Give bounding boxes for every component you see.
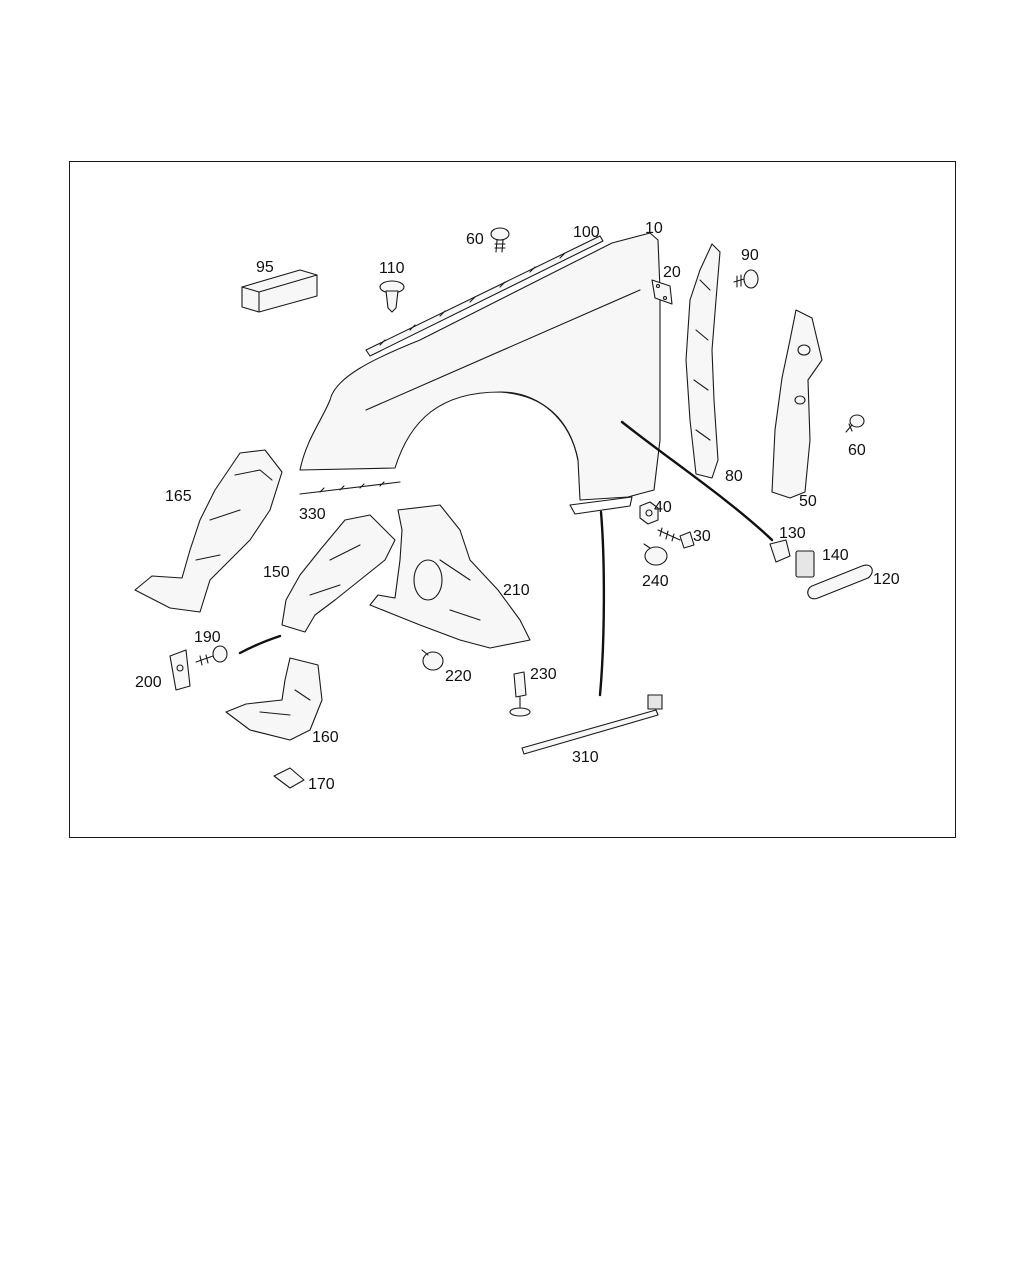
part-30-bolt: [657, 527, 695, 549]
part-160-bracket: [225, 657, 323, 741]
assembly-arrows: [238, 420, 774, 697]
part-95-block: [241, 269, 318, 313]
label-60-top: 60: [466, 231, 484, 248]
part-120-trim: [807, 564, 873, 600]
part-labels: 95 110 60 100 10 20 90 60 80 50 165 330 …: [135, 220, 900, 793]
label-150: 150: [263, 564, 290, 581]
part-230-pin: [509, 671, 531, 717]
part-50-side-panel: [771, 309, 823, 499]
label-60-right: 60: [848, 442, 866, 459]
label-120: 120: [873, 571, 900, 588]
part-80-bracket: [685, 243, 721, 479]
part-100-seal-strip: [365, 235, 604, 357]
part-110-rivet: [379, 280, 405, 313]
part-60-screw-top: [490, 227, 510, 253]
label-20: 20: [663, 264, 681, 281]
label-310: 310: [572, 749, 599, 766]
label-10: 10: [645, 220, 663, 237]
label-100: 100: [573, 224, 600, 241]
label-220: 220: [445, 668, 472, 685]
part-150-liner: [281, 514, 396, 633]
part-10-fender: [299, 232, 661, 515]
part-220-rivet: [421, 649, 444, 671]
part-165-liner: [134, 449, 283, 613]
label-90: 90: [741, 247, 759, 264]
label-130: 130: [779, 525, 806, 542]
label-240: 240: [642, 573, 669, 590]
part-90-screw: [733, 269, 759, 289]
part-170-clip: [273, 767, 305, 789]
label-110: 110: [379, 260, 405, 277]
label-50: 50: [799, 493, 817, 510]
label-40: 40: [654, 499, 672, 516]
label-140: 140: [822, 547, 849, 564]
label-230: 230: [530, 666, 557, 683]
part-310-strip: [521, 694, 663, 755]
part-240-clip: [643, 543, 668, 566]
label-200: 200: [135, 674, 162, 691]
label-190: 190: [194, 629, 221, 646]
label-160: 160: [312, 729, 339, 746]
part-130-grommet: [769, 539, 791, 563]
label-80: 80: [725, 468, 743, 485]
part-190-screw: [195, 645, 228, 666]
part-20-plate: [651, 279, 673, 305]
label-170: 170: [308, 776, 335, 793]
label-30: 30: [693, 528, 711, 545]
part-330-strip: [299, 481, 401, 495]
label-210: 210: [503, 582, 530, 599]
label-330: 330: [299, 506, 326, 523]
part-40-nut: [639, 501, 659, 525]
label-95: 95: [256, 259, 274, 276]
part-60-screw-right: [845, 414, 865, 433]
label-165: 165: [165, 488, 192, 505]
part-140-clip: [795, 550, 815, 578]
part-200-clip-nut: [169, 649, 191, 691]
part-210-liner: [369, 504, 531, 649]
